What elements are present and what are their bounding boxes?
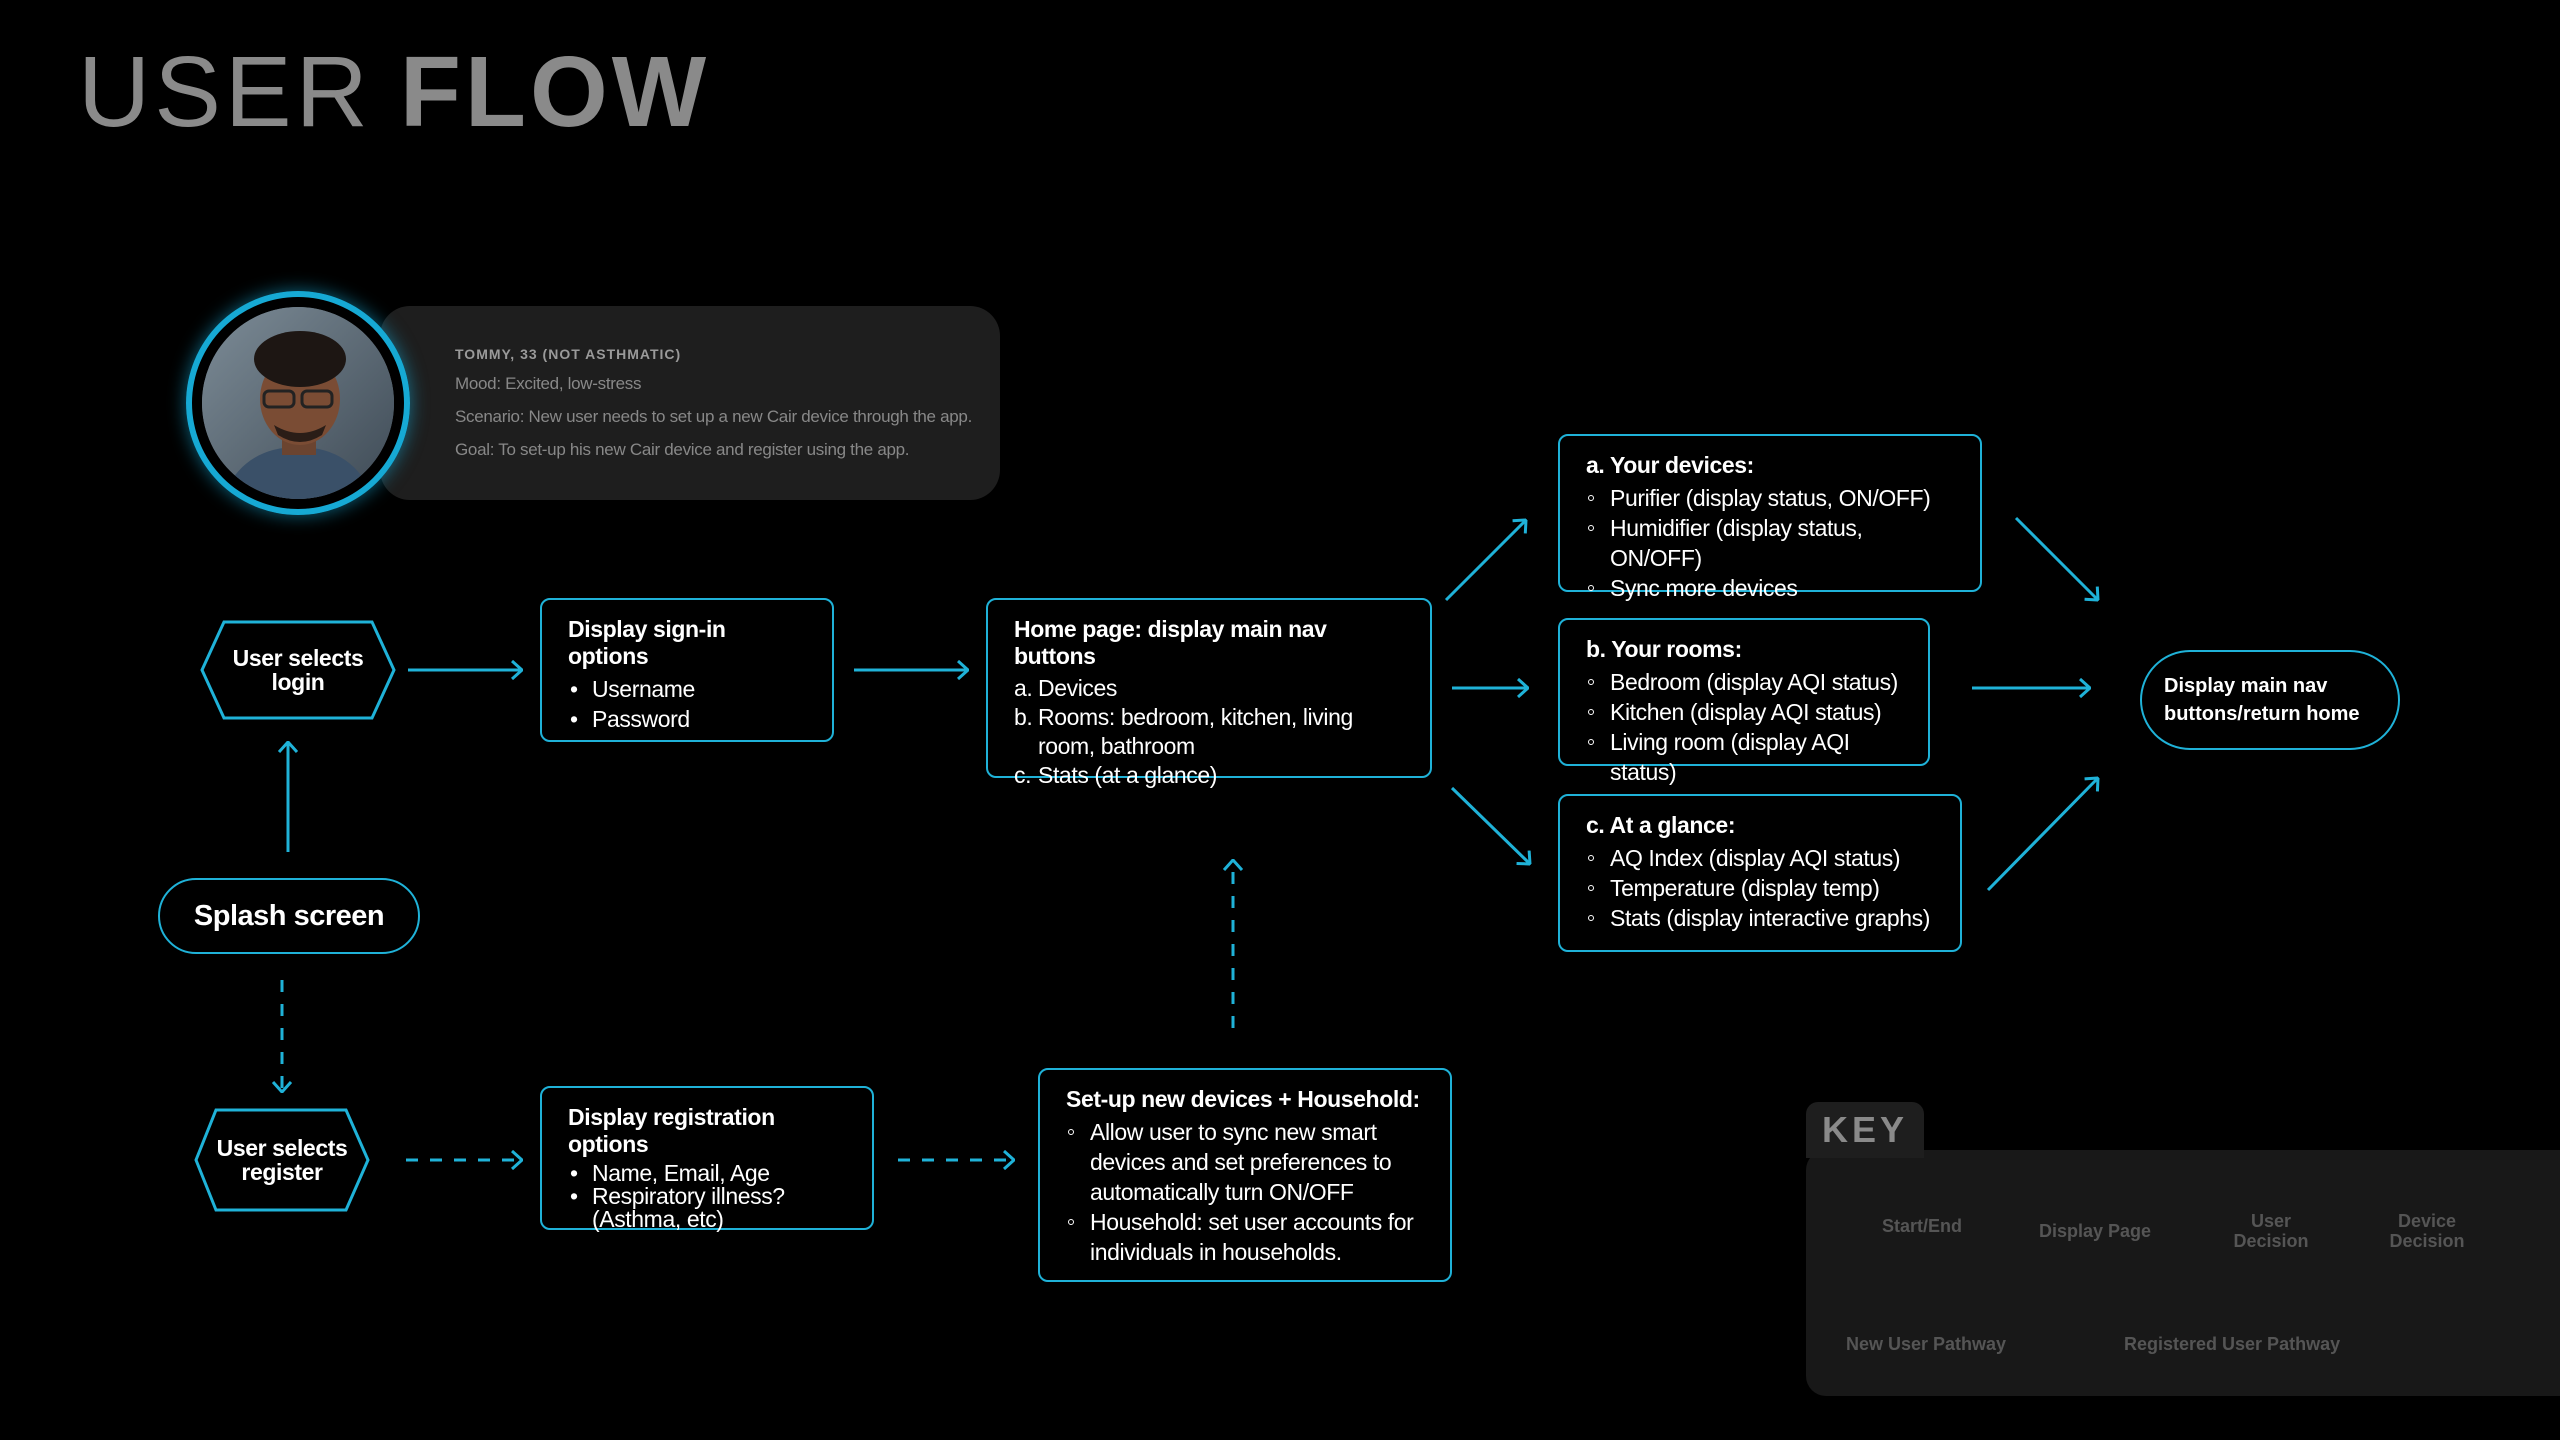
home-list: a.Devices b.Rooms: bedroom, kitchen, liv… xyxy=(1014,674,1404,790)
home-item-text: Rooms: bedroom, kitchen, living room, ba… xyxy=(1038,704,1353,759)
registration-title: Display registration options xyxy=(568,1104,775,1157)
devices-title: a. Your devices: xyxy=(1586,452,1754,478)
setup-item: Household: set user accounts for individ… xyxy=(1066,1207,1424,1267)
persona-goal: Goal: To set-up his new Cair device and … xyxy=(455,440,910,459)
node-your-devices: a. Your devices: Purifier (display statu… xyxy=(1558,434,1982,601)
key-display-page-label: Display Page xyxy=(2038,1221,2152,1241)
user-login-hexagon xyxy=(200,620,396,720)
persona-avatar-ring xyxy=(186,291,410,515)
rooms-item: Kitchen (display AQI status) xyxy=(1586,697,1902,727)
user-register-hexagon xyxy=(194,1108,370,1212)
devices-item: Purifier (display status, ON/OFF) xyxy=(1586,483,1954,513)
registration-item: Respiratory illness? (Asthma, etc) xyxy=(568,1185,846,1231)
key-registered-user-label: Registered User Pathway xyxy=(2124,1334,2341,1354)
node-your-rooms: b. Your rooms: Bedroom (display AQI stat… xyxy=(1558,618,1930,785)
home-item: a.Devices xyxy=(1014,674,1404,703)
signin-item: Password xyxy=(568,704,806,734)
title-bold: FLOW xyxy=(399,36,711,148)
node-user-login: User selects login xyxy=(232,645,364,695)
glance-list: AQ Index (display AQI status) Temperatur… xyxy=(1586,843,1934,933)
registration-item: Name, Email, Age xyxy=(568,1162,846,1186)
rooms-item: Living room (display AQI status) xyxy=(1586,727,1902,787)
devices-list: Purifier (display status, ON/OFF) Humidi… xyxy=(1586,483,1954,603)
node-signin-options: Display sign-in options Username Passwor… xyxy=(540,598,834,742)
arrow-devices-to-return xyxy=(2014,516,2098,600)
glance-item: Temperature (display temp) xyxy=(1586,873,1934,903)
setup-item: Allow user to sync new smart devices and… xyxy=(1066,1117,1424,1207)
signin-title: Display sign-in options xyxy=(568,616,726,669)
signin-list: Username Password xyxy=(568,674,806,734)
devices-item: Sync more devices xyxy=(1586,573,1954,603)
node-home-page: Home page: display main nav buttons a.De… xyxy=(986,598,1432,788)
setup-list: Allow user to sync new smart devices and… xyxy=(1066,1117,1424,1267)
home-item-marker: a. xyxy=(1014,675,1033,701)
node-return-home: Display main nav buttons/return home xyxy=(2140,650,2400,750)
glance-title: c. At a glance: xyxy=(1586,812,1736,838)
persona-scenario: Scenario: New user needs to set up a new… xyxy=(455,407,973,426)
key-title: KEY xyxy=(1806,1102,1924,1158)
rooms-list: Bedroom (display AQI status) Kitchen (di… xyxy=(1586,667,1902,787)
persona-name: TOMMY, 33 (NOT ASTHMATIC) xyxy=(455,346,682,362)
key-user-decision-label: User Decision xyxy=(2233,1211,2309,1251)
persona-mood: Mood: Excited, low-stress xyxy=(455,374,642,393)
key-device-decision-label: Device Decision xyxy=(2389,1211,2465,1251)
persona-avatar xyxy=(202,307,394,499)
node-registration-options: Display registration options Name, Email… xyxy=(540,1086,874,1231)
home-item: c.Stats (at a glance) xyxy=(1014,761,1404,790)
registration-list: Name, Email, Age Respiratory illness? (A… xyxy=(568,1162,846,1231)
home-item-marker: c. xyxy=(1014,762,1032,788)
home-item: b.Rooms: bedroom, kitchen, living room, … xyxy=(1014,703,1404,761)
signin-item: Username xyxy=(568,674,806,704)
key-new-user-label: New User Pathway xyxy=(1846,1334,2007,1354)
glance-item: AQ Index (display AQI status) xyxy=(1586,843,1934,873)
key-start-end-label: Start/End xyxy=(1881,1216,1962,1236)
home-item-text: Devices xyxy=(1038,675,1118,701)
glance-item: Stats (display interactive graphs) xyxy=(1586,903,1934,933)
home-item-text: Stats (at a glance) xyxy=(1038,762,1218,788)
persona-card: TOMMY, 33 (NOT ASTHMATIC) Mood: Excited,… xyxy=(380,306,1000,500)
home-item-marker: b. xyxy=(1014,704,1033,730)
arrow-home-to-glance xyxy=(1450,786,1530,864)
node-splash-screen: Splash screen xyxy=(158,878,420,954)
arrow-home-to-devices xyxy=(1444,520,1526,602)
rooms-item: Bedroom (display AQI status) xyxy=(1586,667,1902,697)
node-at-a-glance: c. At a glance: AQ Index (display AQI st… xyxy=(1558,794,1962,952)
devices-item: Humidifier (display status, ON/OFF) xyxy=(1586,513,1954,573)
node-user-register: User selects register xyxy=(216,1135,348,1185)
home-title: Home page: display main nav buttons xyxy=(1014,616,1327,669)
rooms-title: b. Your rooms: xyxy=(1586,636,1742,662)
title-light: USER xyxy=(78,36,372,148)
node-setup-devices: Set-up new devices + Household: Allow us… xyxy=(1038,1068,1452,1282)
key-panel xyxy=(1806,1150,2560,1396)
setup-title: Set-up new devices + Household: xyxy=(1066,1086,1420,1112)
arrow-glance-to-return xyxy=(1986,778,2098,892)
